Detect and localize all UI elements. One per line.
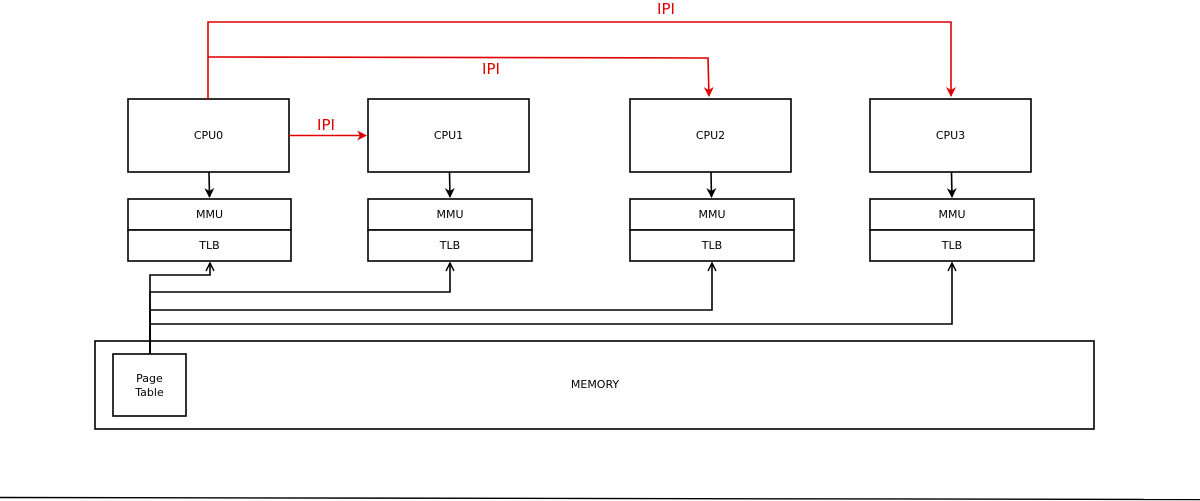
cpu0-label: CPU0 bbox=[194, 129, 223, 142]
ipi-cpu0-to-cpu2-arrow bbox=[207, 56, 714, 97]
cpu2-label: CPU2 bbox=[696, 129, 725, 142]
cpu2-mmu-label: MMU bbox=[698, 208, 725, 221]
page-table-block: Page Table bbox=[112, 353, 187, 417]
cpu0-tlb-label: TLB bbox=[198, 239, 219, 252]
cpu3-label: CPU3 bbox=[936, 129, 965, 142]
cpu3-mmu-label: MMU bbox=[938, 208, 965, 221]
page-table-label-line1: Page bbox=[136, 372, 163, 385]
cpu0-node: CPU0 bbox=[127, 98, 290, 173]
cpu3-tlb-label: TLB bbox=[941, 239, 962, 252]
cpu0-mmu-label: MMU bbox=[196, 208, 223, 221]
cpu1-node: CPU1 bbox=[367, 98, 530, 173]
pagetable-to-tlb3-connector bbox=[149, 263, 952, 354]
cpu1-label: CPU1 bbox=[434, 129, 463, 142]
ipi-cpu0-to-cpu3-arrow bbox=[207, 21, 956, 99]
cpu0-mmu-tlb: MMU TLB bbox=[127, 198, 292, 262]
cpu1-to-mmu-arrow bbox=[444, 171, 455, 198]
cpu3-node: CPU3 bbox=[869, 98, 1032, 173]
cpu2-to-mmu-arrow bbox=[706, 171, 717, 198]
cpu2-node: CPU2 bbox=[629, 98, 792, 173]
bottom-divider bbox=[0, 496, 1200, 501]
ipi-label-middle: IPI bbox=[482, 60, 500, 78]
cpu2-tlb-label: TLB bbox=[701, 239, 722, 252]
ipi-label-top: IPI bbox=[657, 0, 675, 18]
cpu0-to-mmu-arrow bbox=[204, 171, 215, 198]
memory-block: MEMORY bbox=[94, 340, 1095, 430]
cpu1-mmu-label: MMU bbox=[436, 208, 463, 221]
cpu3-to-mmu-arrow bbox=[946, 171, 957, 198]
ipi-label-cpu1: IPI bbox=[317, 116, 335, 134]
page-table-label-line2: Table bbox=[134, 386, 164, 399]
cpu1-mmu-tlb: MMU TLB bbox=[367, 198, 533, 262]
cpu1-tlb-label: TLB bbox=[439, 239, 460, 252]
memory-label: MEMORY bbox=[571, 378, 620, 391]
cpu3-mmu-tlb: MMU TLB bbox=[869, 198, 1035, 262]
cpu2-mmu-tlb: MMU TLB bbox=[629, 198, 795, 262]
